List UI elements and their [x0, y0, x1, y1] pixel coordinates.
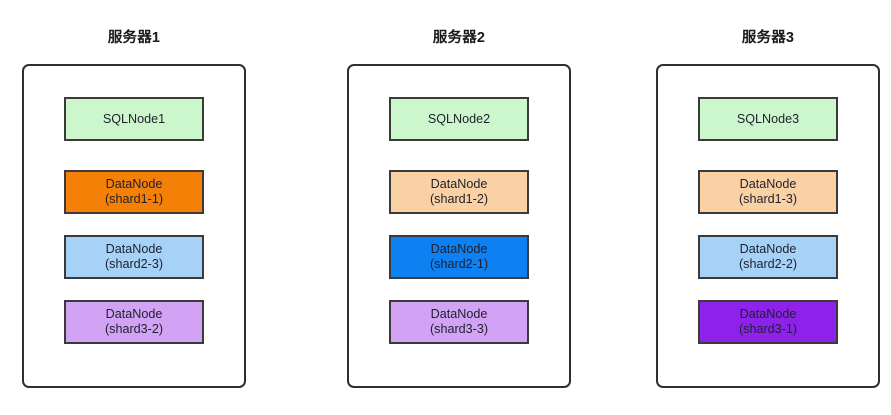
node-datanode-shard1-2[interactable]: DataNode (shard1-2) — [389, 170, 529, 214]
server-group-3: 服务器3 SQLNode3 DataNode (shard1-3) DataNo… — [656, 28, 880, 388]
node-datanode-shard1-3[interactable]: DataNode (shard1-3) — [698, 170, 838, 214]
node-label-line1: DataNode — [105, 242, 163, 256]
node-label-line1: DataNode — [105, 307, 163, 321]
node-label-line1: SQLNode3 — [736, 111, 800, 126]
node-datanode-shard2-1[interactable]: DataNode (shard2-1) — [389, 235, 529, 279]
node-label-line1: DataNode — [105, 177, 163, 191]
node-label-line1: DataNode — [430, 177, 488, 191]
server-group-1: 服务器1 SQLNode1 DataNode (shard1-1) DataNo… — [22, 28, 246, 388]
node-label-line1: DataNode — [739, 307, 797, 321]
node-datanode-shard2-2[interactable]: DataNode (shard2-2) — [698, 235, 838, 279]
node-label-line2: (shard3-3) — [429, 322, 489, 336]
node-datanode-shard1-1[interactable]: DataNode (shard1-1) — [64, 170, 204, 214]
node-label-line2: (shard1-1) — [104, 192, 164, 206]
node-label-line1: SQLNode2 — [427, 111, 491, 126]
server-container-1: SQLNode1 DataNode (shard1-1) DataNode (s… — [22, 64, 246, 388]
node-label-line1: DataNode — [739, 242, 797, 256]
node-label-line2: (shard2-2) — [738, 257, 798, 271]
node-label-line2: (shard3-1) — [738, 322, 798, 336]
node-label-line2: (shard3-2) — [104, 322, 164, 336]
server-title-3: 服务器3 — [741, 30, 795, 46]
node-label-line1: DataNode — [430, 242, 488, 256]
node-sqlnode2[interactable]: SQLNode2 — [389, 97, 529, 141]
node-datanode-shard3-2[interactable]: DataNode (shard3-2) — [64, 300, 204, 344]
server-title-1: 服务器1 — [107, 30, 161, 46]
node-label-line2: (shard1-3) — [738, 192, 798, 206]
server-group-2: 服务器2 SQLNode2 DataNode (shard1-2) DataNo… — [347, 28, 571, 388]
node-label-line2: (shard2-1) — [429, 257, 489, 271]
server-container-3: SQLNode3 DataNode (shard1-3) DataNode (s… — [656, 64, 880, 388]
node-label-line1: SQLNode1 — [102, 111, 166, 126]
node-datanode-shard2-3[interactable]: DataNode (shard2-3) — [64, 235, 204, 279]
node-label-line2: (shard2-3) — [104, 257, 164, 271]
server-container-2: SQLNode2 DataNode (shard1-2) DataNode (s… — [347, 64, 571, 388]
node-sqlnode3[interactable]: SQLNode3 — [698, 97, 838, 141]
server-title-2: 服务器2 — [432, 30, 486, 46]
node-label-line2: (shard1-2) — [429, 192, 489, 206]
node-datanode-shard3-1[interactable]: DataNode (shard3-1) — [698, 300, 838, 344]
node-sqlnode1[interactable]: SQLNode1 — [64, 97, 204, 141]
node-label-line1: DataNode — [430, 307, 488, 321]
node-datanode-shard3-3[interactable]: DataNode (shard3-3) — [389, 300, 529, 344]
node-label-line1: DataNode — [739, 177, 797, 191]
